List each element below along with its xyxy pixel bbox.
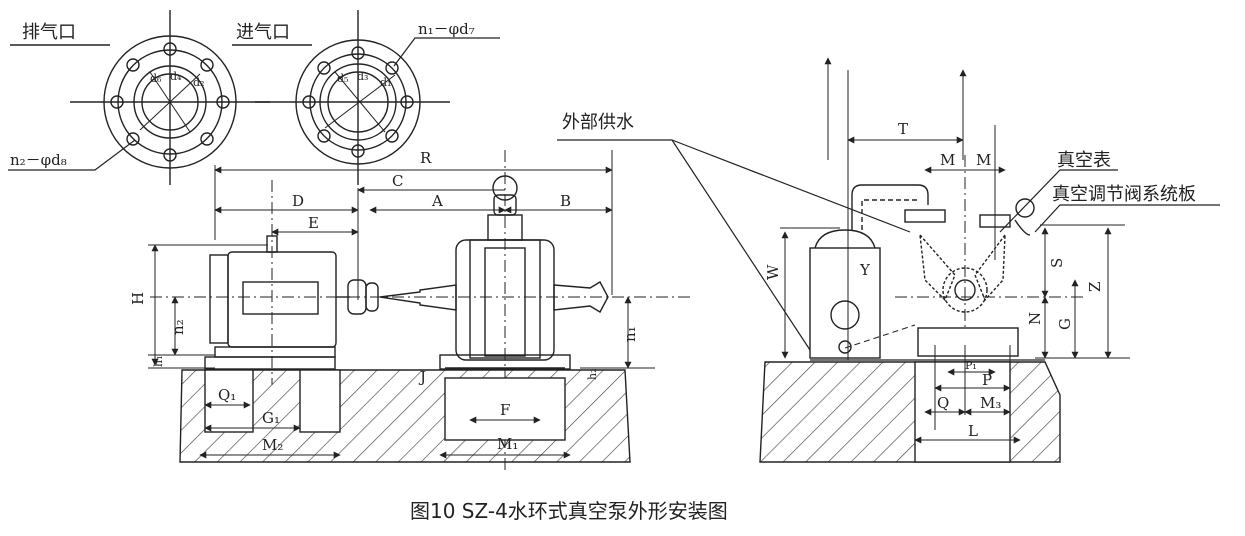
exhaust-d2: d₂	[193, 76, 204, 89]
figure-caption: 图10 SZ-4水环式真空泵外形安装图	[410, 499, 728, 523]
dim-E: E	[308, 214, 319, 232]
dim-J: J	[418, 368, 426, 386]
dim-M-right: M	[976, 151, 991, 169]
dim-h2: h₂	[586, 369, 599, 381]
dim-B: B	[560, 192, 571, 210]
dim-P1: P₁	[965, 359, 977, 372]
valve-board-label: 真空调节阀系统板	[1052, 184, 1196, 205]
foundation-left	[179, 369, 631, 463]
intake-d1: d₁	[380, 76, 391, 89]
foundation-right	[759, 345, 1061, 463]
dim-A: A	[431, 192, 443, 210]
intake-flange	[255, 10, 450, 185]
motor	[204, 235, 379, 370]
dim-P: P	[982, 371, 992, 389]
pump-end	[904, 198, 1035, 357]
dim-W: W	[764, 264, 782, 280]
dim-Q: Q	[937, 394, 949, 412]
intake-port-label: 进气口	[236, 22, 290, 43]
water-separator	[809, 184, 929, 359]
exhaust-bolt-label: n₂－φd₈	[10, 151, 67, 169]
dim-C: C	[392, 172, 403, 190]
pump-side	[379, 175, 609, 370]
dim-M-left: M	[940, 151, 955, 169]
dim-n1: n₁	[621, 326, 639, 342]
dim-D: D	[292, 192, 304, 210]
dim-F: F	[500, 401, 510, 419]
dim-L: L	[968, 422, 978, 440]
water-supply-label: 外部供水	[562, 112, 634, 133]
dim-Q1: Q₁	[218, 386, 236, 404]
dim-Z: Z	[1086, 282, 1104, 292]
intake-d5: d₅	[337, 72, 348, 85]
dim-G1: G₁	[262, 409, 280, 427]
exhaust-flange	[70, 10, 270, 185]
exhaust-port-label: 排气口	[22, 22, 76, 43]
dim-H: H	[129, 292, 147, 305]
dim-T: T	[898, 120, 908, 138]
exhaust-d4: d₄	[170, 70, 182, 83]
dim-S: S	[1048, 258, 1066, 268]
dim-h1: h₁	[152, 356, 165, 368]
dim-M1: M₁	[497, 435, 518, 453]
intake-d3: d₃	[357, 70, 368, 83]
dim-R: R	[420, 149, 432, 167]
exhaust-d6: d₆	[150, 72, 162, 85]
dim-M3: M₃	[980, 394, 1001, 412]
dim-G: G	[1056, 318, 1074, 330]
vacuum-gauge-label: 真空表	[1057, 150, 1111, 171]
dim-n2: n₂	[169, 319, 187, 335]
dim-Y: Y	[859, 261, 871, 279]
dim-N: N	[1026, 312, 1044, 325]
intake-bolt-label: n₁－φd₇	[418, 20, 475, 38]
dim-M2: M₂	[262, 436, 283, 454]
